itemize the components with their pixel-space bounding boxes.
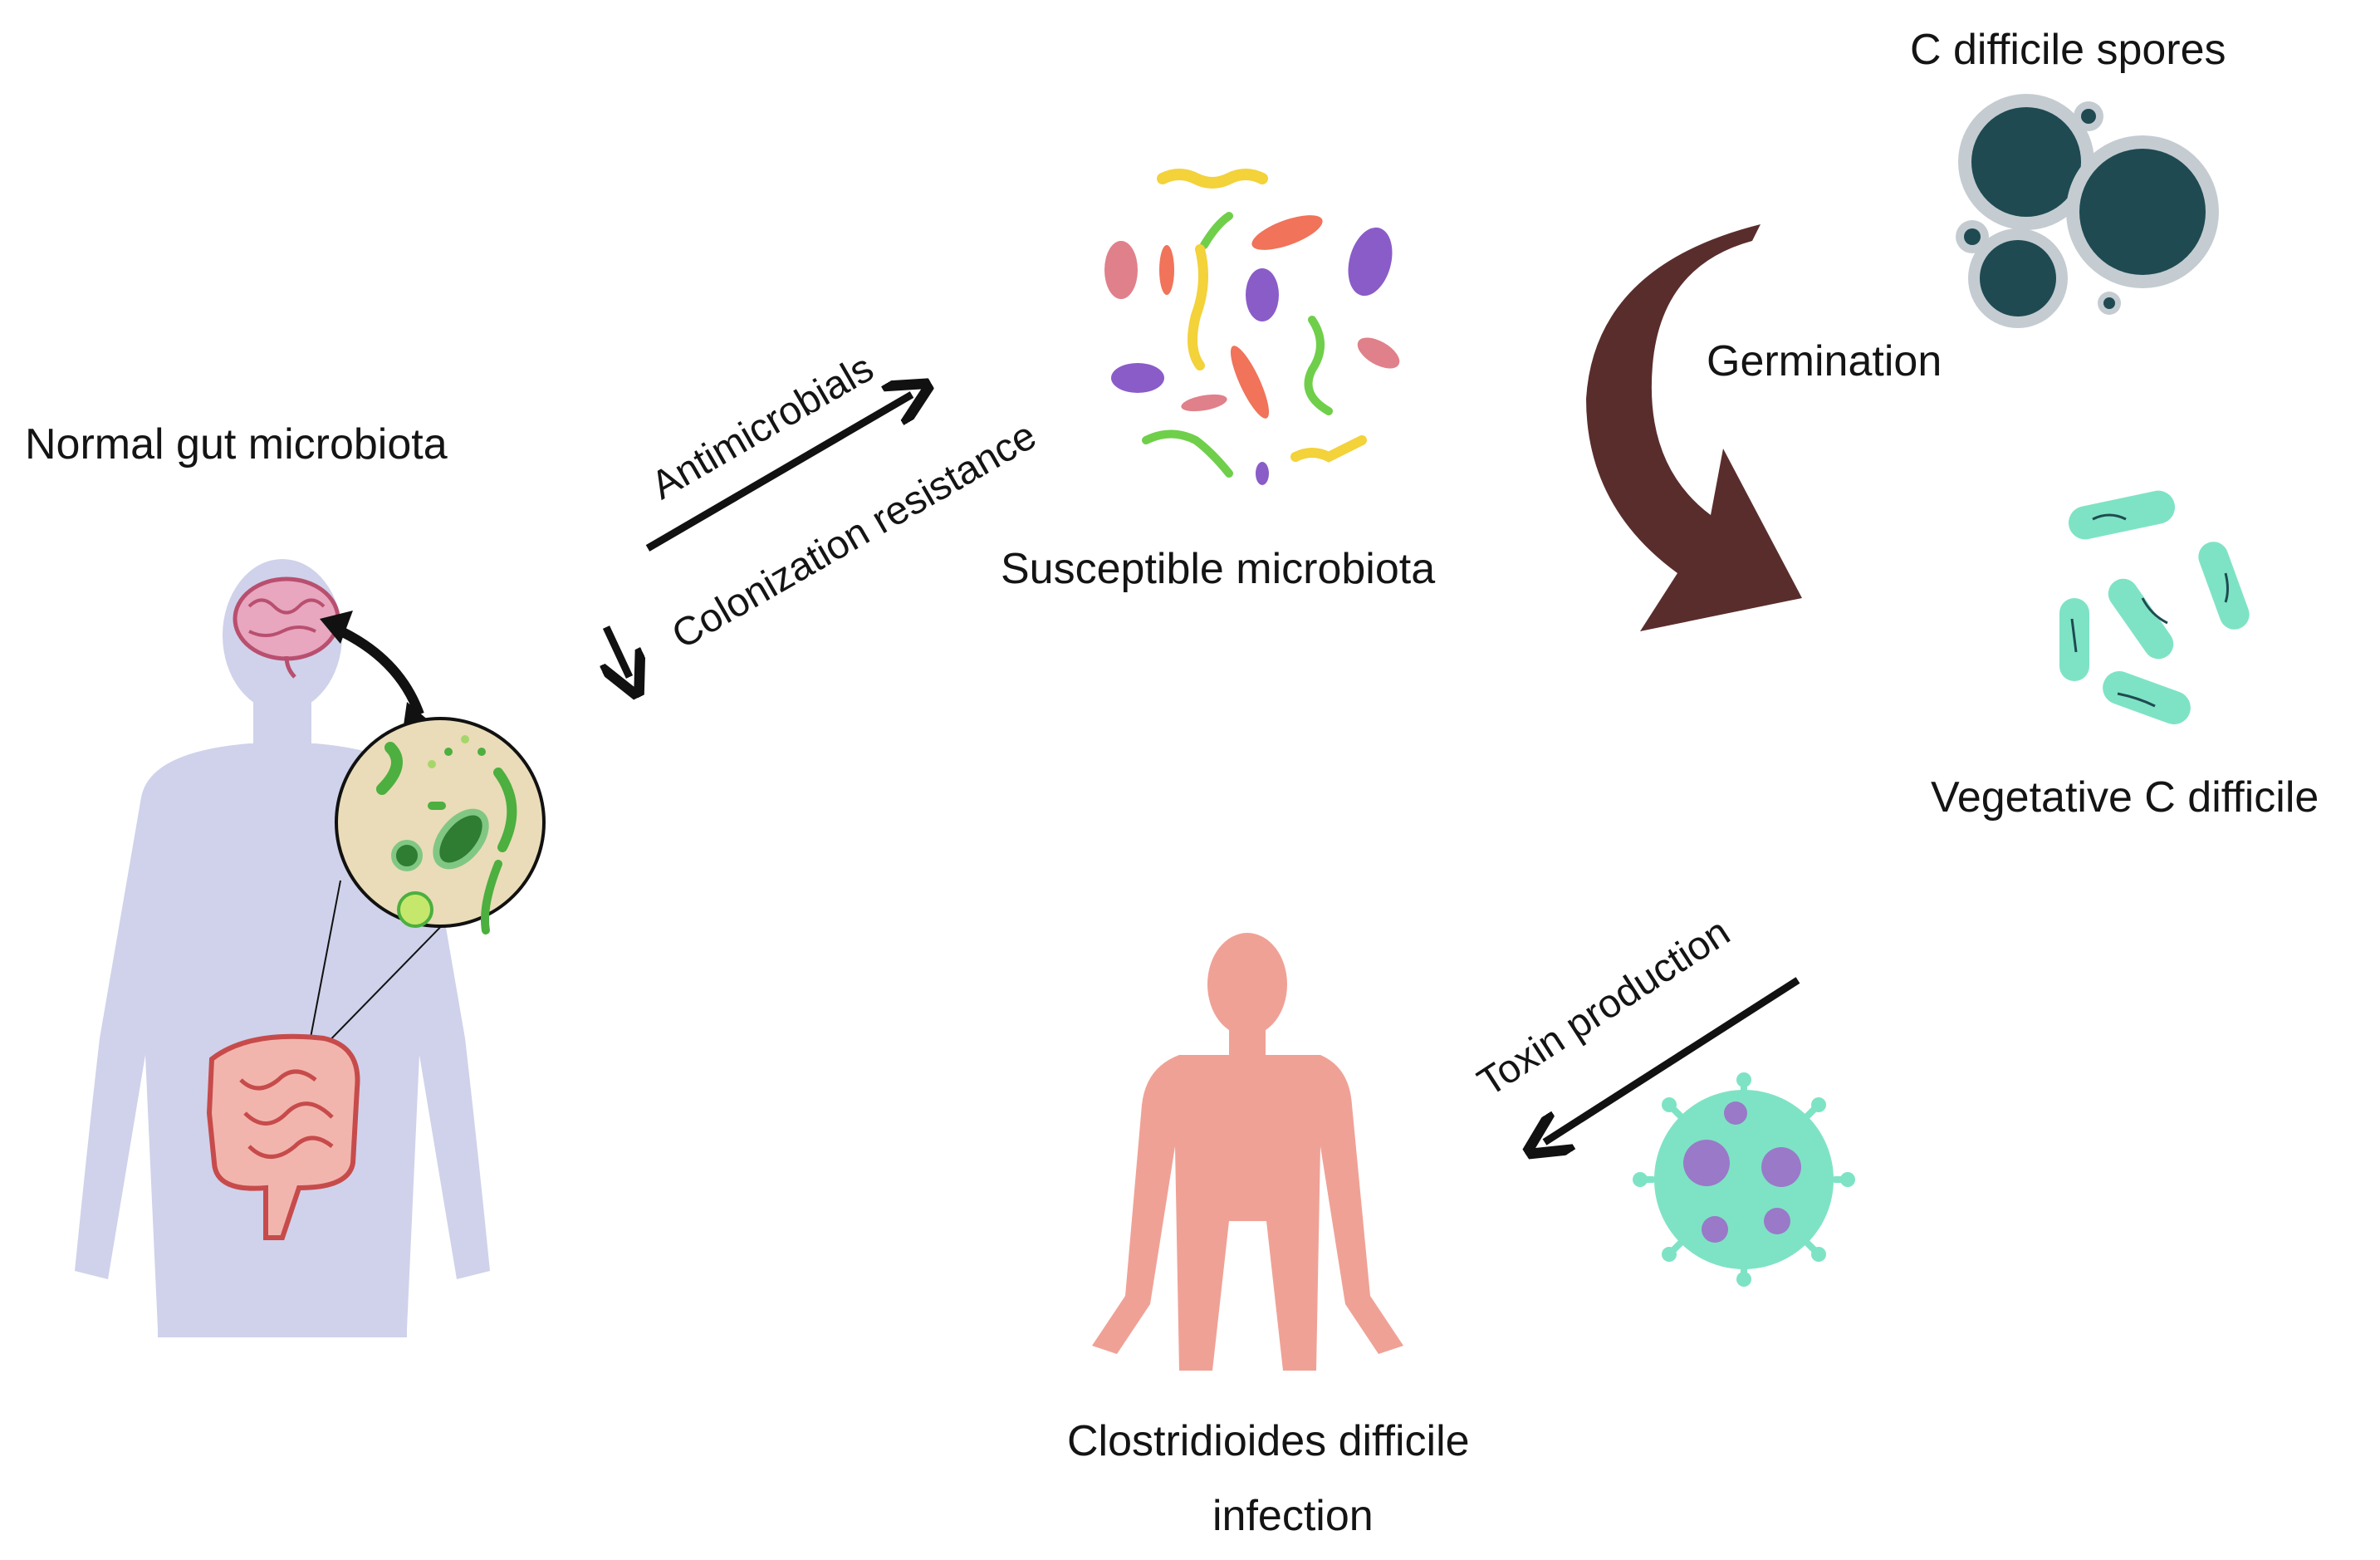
microbiome-magnifier-icon: [306, 717, 546, 1056]
brain-icon: [233, 576, 340, 679]
antimicrobials-arrow: [645, 395, 912, 552]
label-susceptible: Susceptible microbiota: [1001, 545, 1436, 593]
spores-icon: [1956, 94, 2219, 328]
toxin-virus-icon: [1633, 1072, 1855, 1287]
label-normal-gut: Normal gut microbiota: [25, 420, 448, 468]
label-infection-line2: infection: [1212, 1492, 1374, 1540]
vegetative-bacteria-icon: [2059, 490, 2250, 724]
gut-intestine-icon: [206, 1033, 360, 1240]
label-infection-line1: Clostridioides difficile: [1067, 1417, 1470, 1465]
label-germination: Germination: [1707, 337, 1942, 385]
toxin-production-arrow: [1545, 977, 1800, 1142]
gut-brain-axis-arrow: [320, 611, 436, 731]
label-spores: C difficile spores: [1910, 26, 2226, 74]
curved-arrow-icon: [1586, 224, 1802, 631]
colonization-resistance-arrow: [606, 625, 629, 677]
infected-human-icon: [1092, 933, 1403, 1371]
bacteria-cluster-icon: [1104, 169, 1400, 485]
label-vegetative: Vegetative C difficile: [1931, 773, 2319, 822]
